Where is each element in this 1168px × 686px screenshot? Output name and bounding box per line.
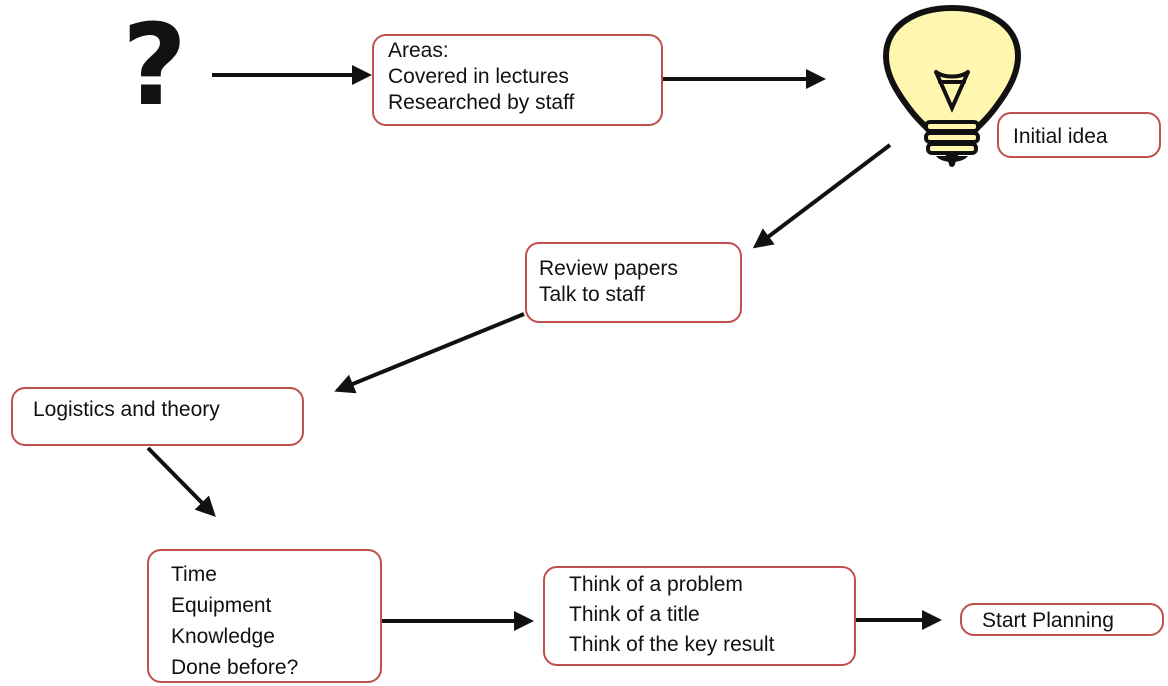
areas-line-1: Areas: [388, 39, 449, 62]
logistics-box: Logistics and theory [11, 387, 304, 446]
arrow-logistics-to-factors [146, 446, 216, 517]
factors-line-3: Knowledge [171, 625, 275, 648]
question-mark-icon: ? [122, 1, 187, 131]
factors-box: Time Equipment Knowledge Done before? [147, 549, 382, 683]
start-planning-label: Start Planning [982, 609, 1114, 632]
factors-line-4: Done before? [171, 656, 299, 679]
areas-line-2: Covered in lectures [388, 65, 569, 88]
review-line-1: Review papers [539, 257, 678, 280]
think-line-1: Think of a problem [569, 573, 743, 596]
areas-box: Areas: Covered in lectures Researched by… [372, 34, 663, 126]
think-line-2: Think of a title [569, 603, 700, 626]
think-line-3: Think of the key result [569, 633, 775, 656]
think-box: Think of a problem Think of a title Thin… [543, 566, 856, 666]
review-box: Review papers Talk to staff [525, 242, 742, 323]
factors-line-2: Equipment [171, 594, 272, 617]
areas-line-3: Researched by staff [388, 91, 575, 114]
initial-idea-box: Initial idea [997, 112, 1161, 158]
initial-idea-label: Initial idea [1013, 125, 1108, 148]
lightbulb-icon [883, 5, 1021, 167]
start-planning-box: Start Planning [960, 603, 1164, 636]
factors-line-1: Time [171, 563, 217, 586]
arrow-review-to-logistics [334, 312, 525, 394]
arrow-idea-to-review [752, 143, 892, 249]
review-line-2: Talk to staff [539, 283, 645, 306]
logistics-label: Logistics and theory [33, 398, 220, 421]
